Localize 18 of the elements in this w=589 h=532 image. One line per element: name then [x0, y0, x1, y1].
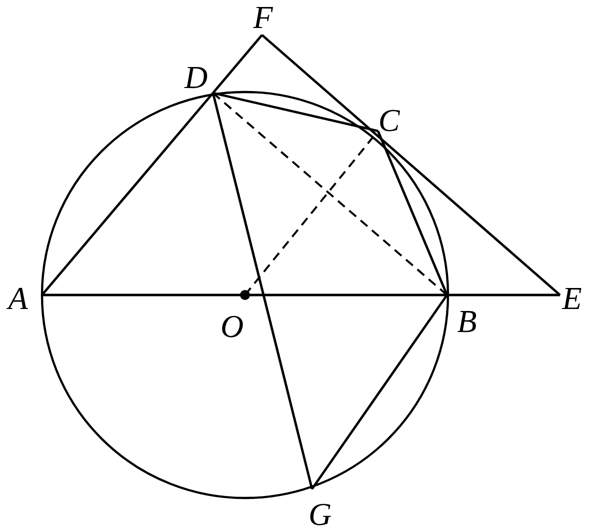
point-label: A — [8, 282, 28, 314]
line-segment — [212, 92, 314, 490]
point-label: G — [308, 498, 332, 530]
point-label: B — [457, 305, 477, 337]
dashed-line-segment — [240, 130, 379, 300]
line-segment — [212, 92, 378, 132]
point-label: C — [378, 104, 400, 136]
line-segment — [376, 130, 448, 296]
line-segment — [41, 92, 214, 296]
line-segment — [261, 34, 561, 296]
line-segment — [42, 294, 560, 296]
point-label: E — [562, 282, 582, 314]
point-label: D — [184, 61, 208, 93]
line-segment — [311, 294, 448, 490]
point-label: O — [220, 310, 244, 342]
dashed-line-segment — [212, 92, 448, 296]
line-segment — [212, 34, 263, 94]
point-label: F — [253, 1, 273, 33]
